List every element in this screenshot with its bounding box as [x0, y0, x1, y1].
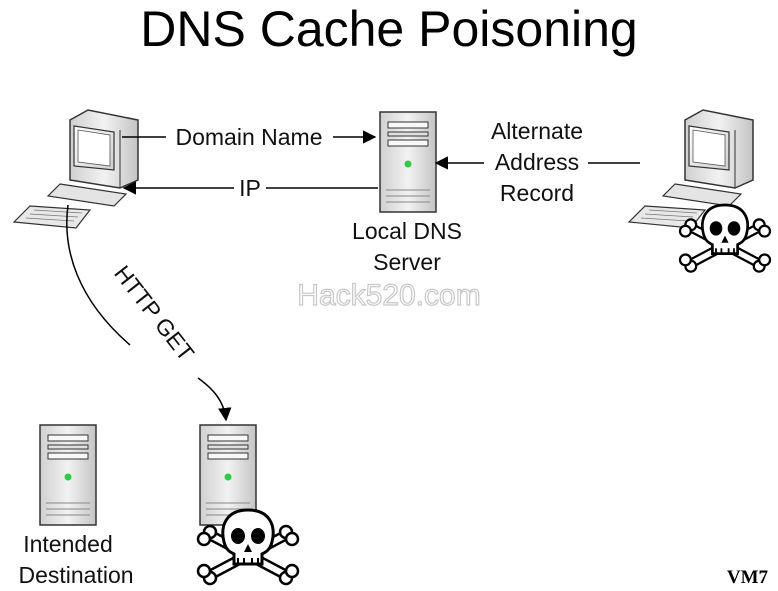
alternate-label-line3: Record — [500, 180, 574, 206]
local-dns-label-line1: Local DNS — [352, 218, 462, 244]
local-dns-server-icon — [379, 111, 437, 213]
domain-name-label: Domain Name — [176, 124, 323, 150]
alternate-label-line1: Alternate — [491, 118, 583, 144]
corner-tag: VM7 — [727, 567, 769, 588]
user-workstation-icon — [13, 109, 139, 229]
local-dns-label-line2: Server — [373, 249, 441, 275]
intended-destination-server-icon — [39, 424, 97, 526]
ip-label: IP — [239, 175, 261, 201]
watermark: Hack520.com — [297, 279, 480, 312]
http-get-label: HTTP GET — [109, 260, 199, 365]
intended-destination-label-line1: Intended — [23, 531, 113, 557]
page-title: DNS Cache Poisoning — [140, 1, 638, 57]
http-get-arrow — [66, 204, 226, 420]
intended-destination-label-line2: Destination — [18, 562, 133, 588]
alternate-label-line2: Address — [495, 149, 579, 175]
